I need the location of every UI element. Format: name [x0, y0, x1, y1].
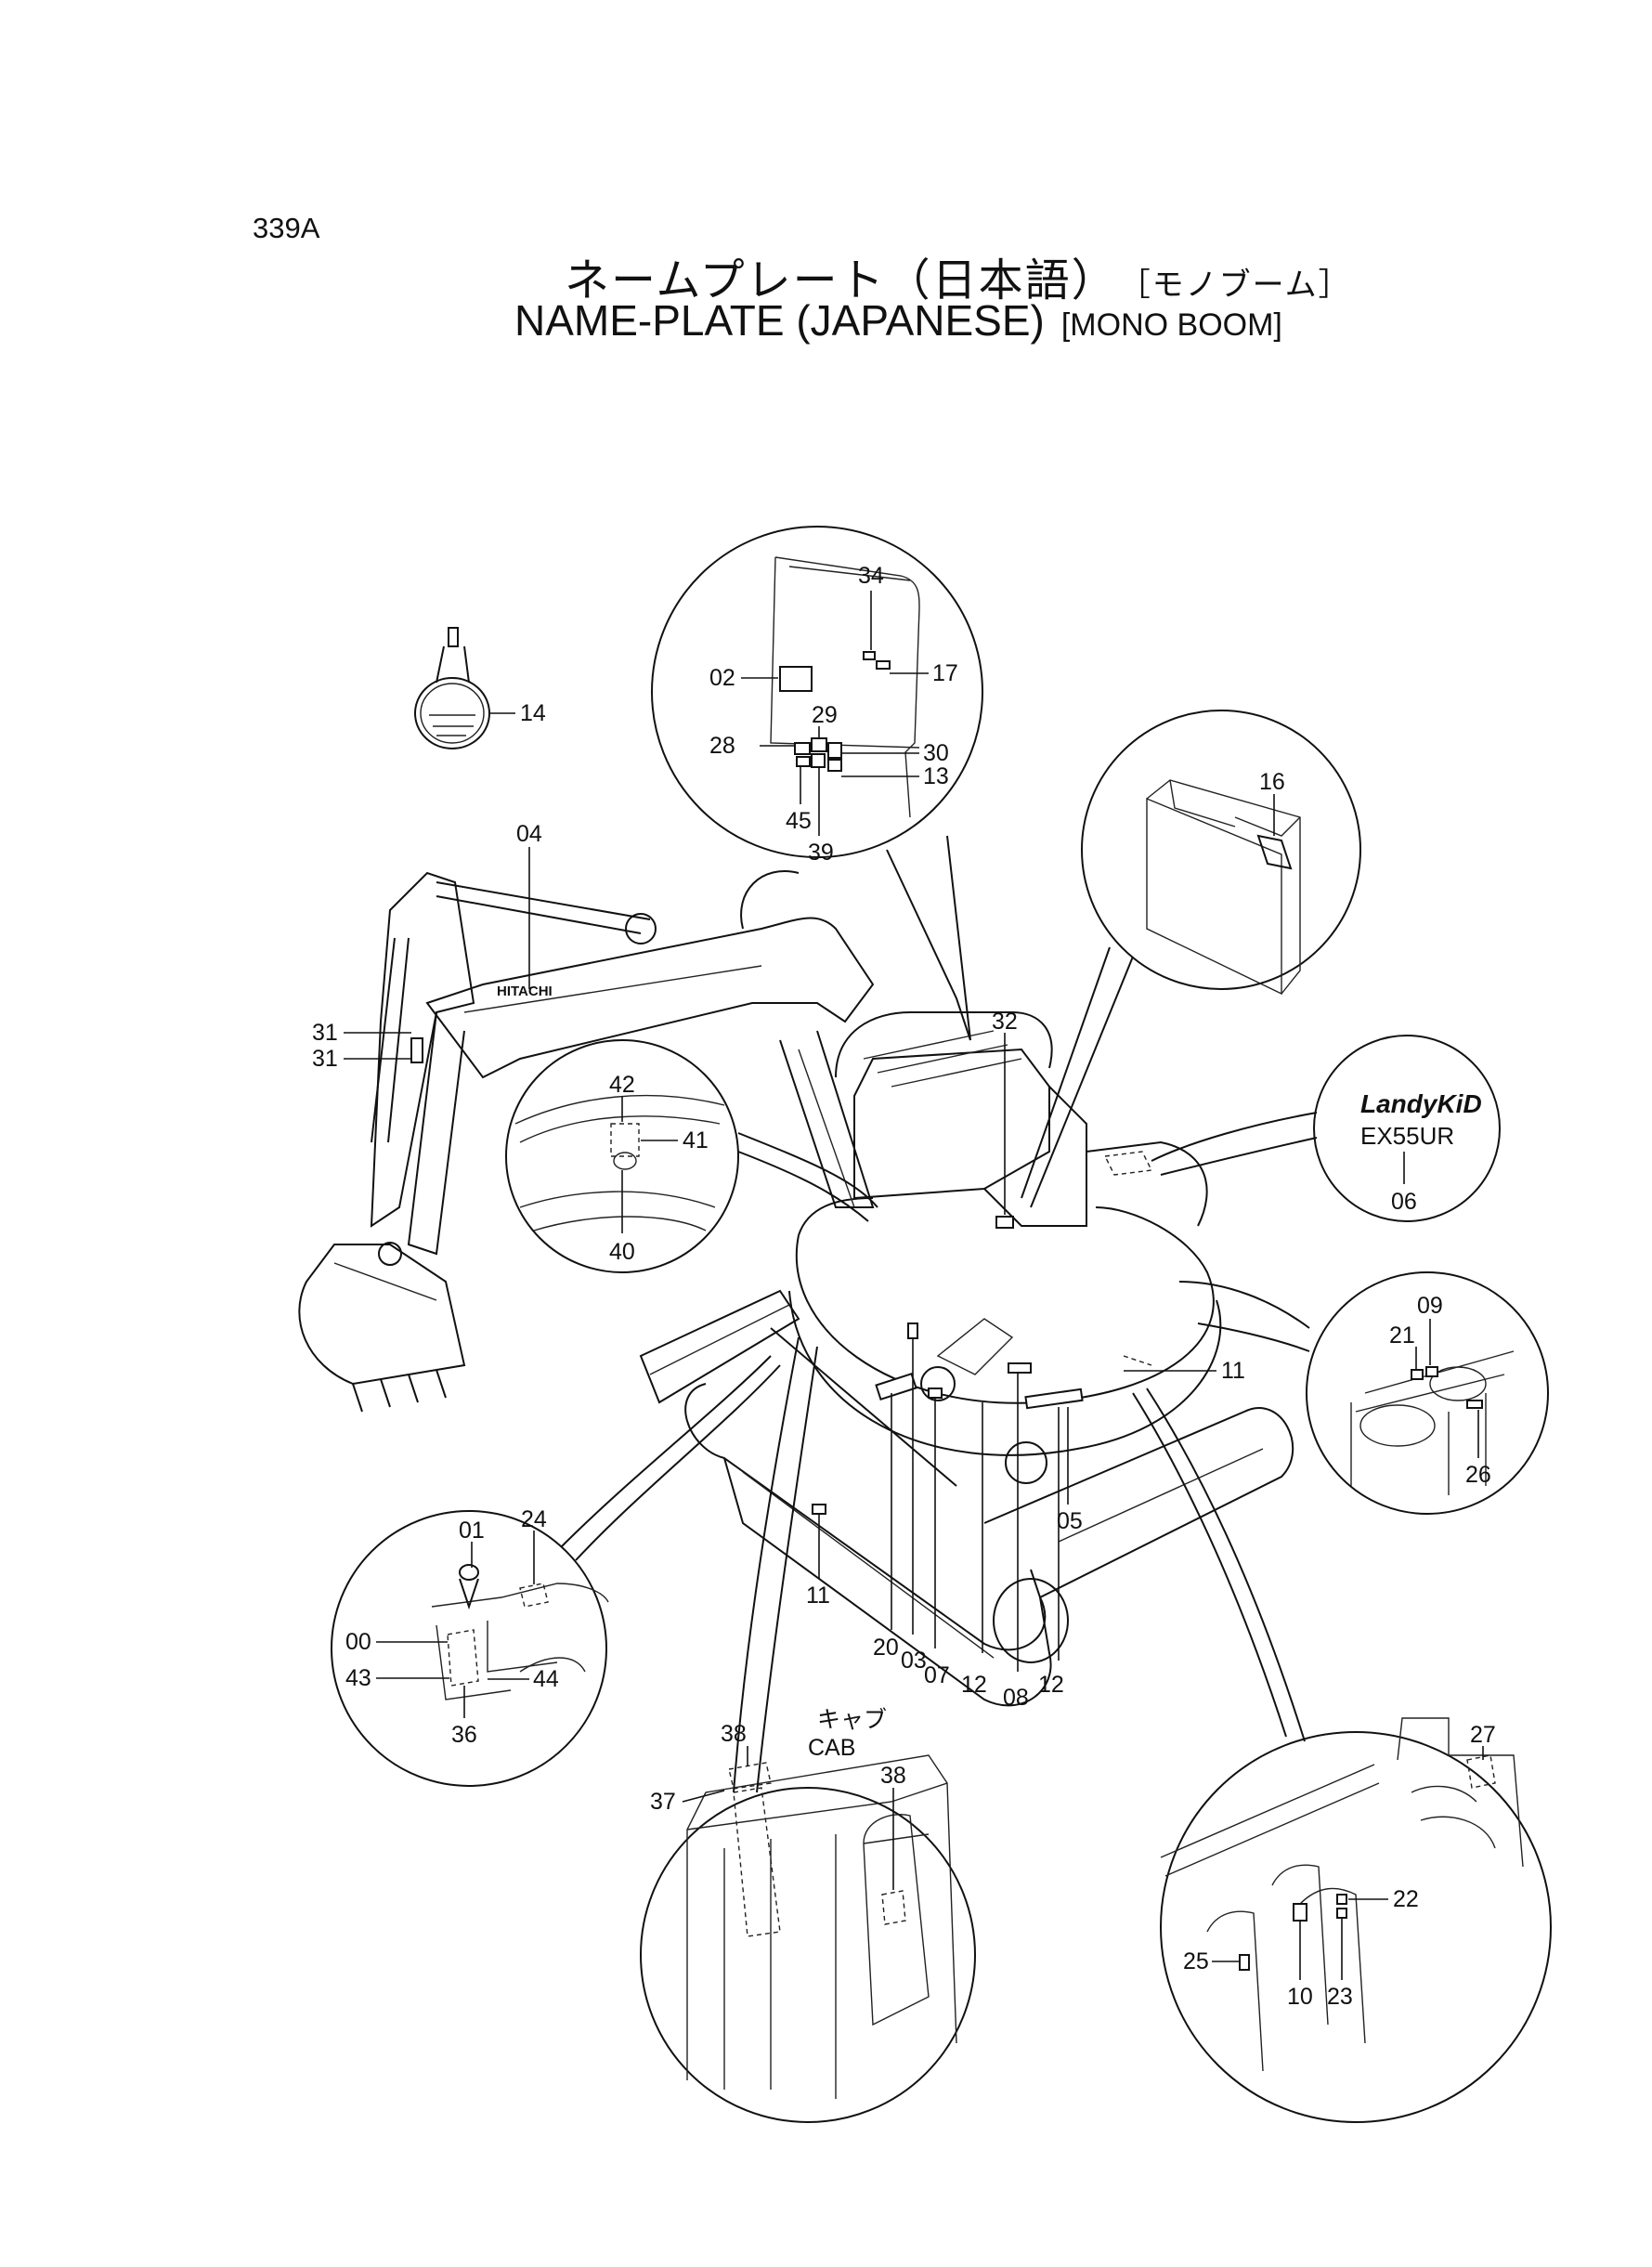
callout-00: 00 [345, 1629, 371, 1655]
plate-34a [863, 651, 876, 660]
detail-panel: 01 24 00 43 44 36 [331, 1355, 781, 1787]
callout-29: 29 [812, 702, 838, 728]
plate-08 [1008, 1362, 1032, 1374]
callout-17: 17 [932, 660, 958, 686]
callout-03: 03 [901, 1648, 927, 1674]
callout-43: 43 [345, 1665, 371, 1691]
callout-42: 42 [609, 1072, 635, 1098]
callout-22: 22 [1393, 1886, 1419, 1912]
callout-23: 23 [1327, 1984, 1353, 2010]
plate-17 [876, 660, 891, 670]
plate-10 [1293, 1903, 1307, 1922]
callout-44: 44 [533, 1666, 559, 1692]
plate-32 [995, 1216, 1014, 1229]
callout-32: 32 [992, 1009, 1018, 1035]
page-number: 339A [253, 212, 320, 244]
detail-engine: 09 21 26 [1178, 1271, 1549, 1515]
plate-26 [1466, 1400, 1483, 1409]
plate-03 [907, 1322, 918, 1339]
detail-window: 34 02 17 29 28 30 13 45 39 [651, 526, 983, 1041]
callout-09: 09 [1417, 1293, 1443, 1319]
callout-31-a: 31 [312, 1020, 338, 1046]
callout-07: 07 [924, 1662, 950, 1688]
machine-callouts: 04 31 31 32 11 11 05 20 03 07 12 08 12 [312, 821, 1245, 1711]
plate-20 [875, 1372, 917, 1401]
callout-13: 13 [923, 763, 949, 789]
callout-16: 16 [1259, 769, 1285, 795]
plate-09 [1425, 1366, 1438, 1377]
callout-28: 28 [709, 733, 735, 759]
callout-12-a: 12 [961, 1672, 987, 1698]
plate-11-track [812, 1504, 826, 1515]
title-jp-main: ネームプレート（日本語） [565, 256, 1118, 306]
callout-45: 45 [786, 808, 812, 834]
callout-20: 20 [873, 1635, 899, 1661]
detail-frame: 27 22 25 10 23 [1132, 1388, 1552, 2123]
callout-05: 05 [1057, 1508, 1083, 1534]
callout-38-left: 38 [721, 1721, 747, 1747]
callout-04: 04 [516, 821, 542, 847]
plate-21 [1411, 1369, 1424, 1380]
detail-logo: LandyKiD EX55UR 06 [1151, 1035, 1501, 1222]
logo-model: EX55UR [1360, 1122, 1454, 1150]
callout-34: 34 [858, 563, 884, 589]
key-tag-drawing: 14 [414, 627, 546, 749]
callout-38-right: 38 [880, 1763, 906, 1789]
cab-label-en: CAB [808, 1735, 855, 1761]
callout-24: 24 [521, 1506, 547, 1532]
title-jp-sub: ［モノブーム］ [1134, 267, 1352, 303]
title-japanese: ネームプレート（日本語） ［モノブーム］ [565, 243, 1352, 308]
plate-23 [1336, 1908, 1347, 1919]
cab-label-jp: キャブ [817, 1707, 887, 1733]
callout-25: 25 [1183, 1948, 1209, 1974]
detail-cab: キャブ CAB 38 37 38 [640, 1336, 976, 2123]
detail-lever: 42 41 40 [505, 1039, 878, 1273]
plate-07 [928, 1388, 943, 1399]
callout-27: 27 [1470, 1722, 1496, 1748]
callout-06: 06 [1391, 1189, 1417, 1215]
callout-41: 41 [683, 1127, 709, 1153]
callout-14: 14 [520, 700, 546, 726]
title-en-sub: [MONO BOOM] [1060, 307, 1282, 343]
callout-12-b: 12 [1038, 1672, 1064, 1698]
callout-36: 36 [451, 1722, 477, 1748]
logo-brand: LandyKiD [1360, 1089, 1482, 1118]
callout-21: 21 [1389, 1322, 1415, 1348]
callout-39: 39 [808, 840, 834, 866]
plate-05 [1024, 1388, 1084, 1410]
callout-02: 02 [709, 665, 735, 691]
title-en-main: NAME-PLATE (JAPANESE) [514, 296, 1045, 345]
callout-10: 10 [1287, 1984, 1313, 2010]
callout-26: 26 [1465, 1462, 1491, 1488]
boom-logo-text: HITACHI [497, 984, 553, 999]
detail-box: 16 [1021, 710, 1361, 1208]
plate-02 [779, 666, 813, 692]
callout-08: 08 [1003, 1685, 1029, 1711]
plate-22 [1336, 1894, 1347, 1905]
excavator-drawing: HITACHI [298, 870, 1294, 1707]
callout-30: 30 [923, 740, 949, 766]
plate-31 [410, 1037, 423, 1063]
callout-31-b: 31 [312, 1046, 338, 1072]
title-english: NAME-PLATE (JAPANESE) [MONO BOOM] [514, 295, 1282, 345]
callout-37: 37 [650, 1789, 676, 1815]
plate-25 [1239, 1954, 1250, 1971]
callout-11-right: 11 [1221, 1358, 1245, 1384]
callout-40: 40 [609, 1239, 635, 1265]
callout-01: 01 [459, 1518, 485, 1544]
callout-11-track: 11 [806, 1583, 830, 1609]
